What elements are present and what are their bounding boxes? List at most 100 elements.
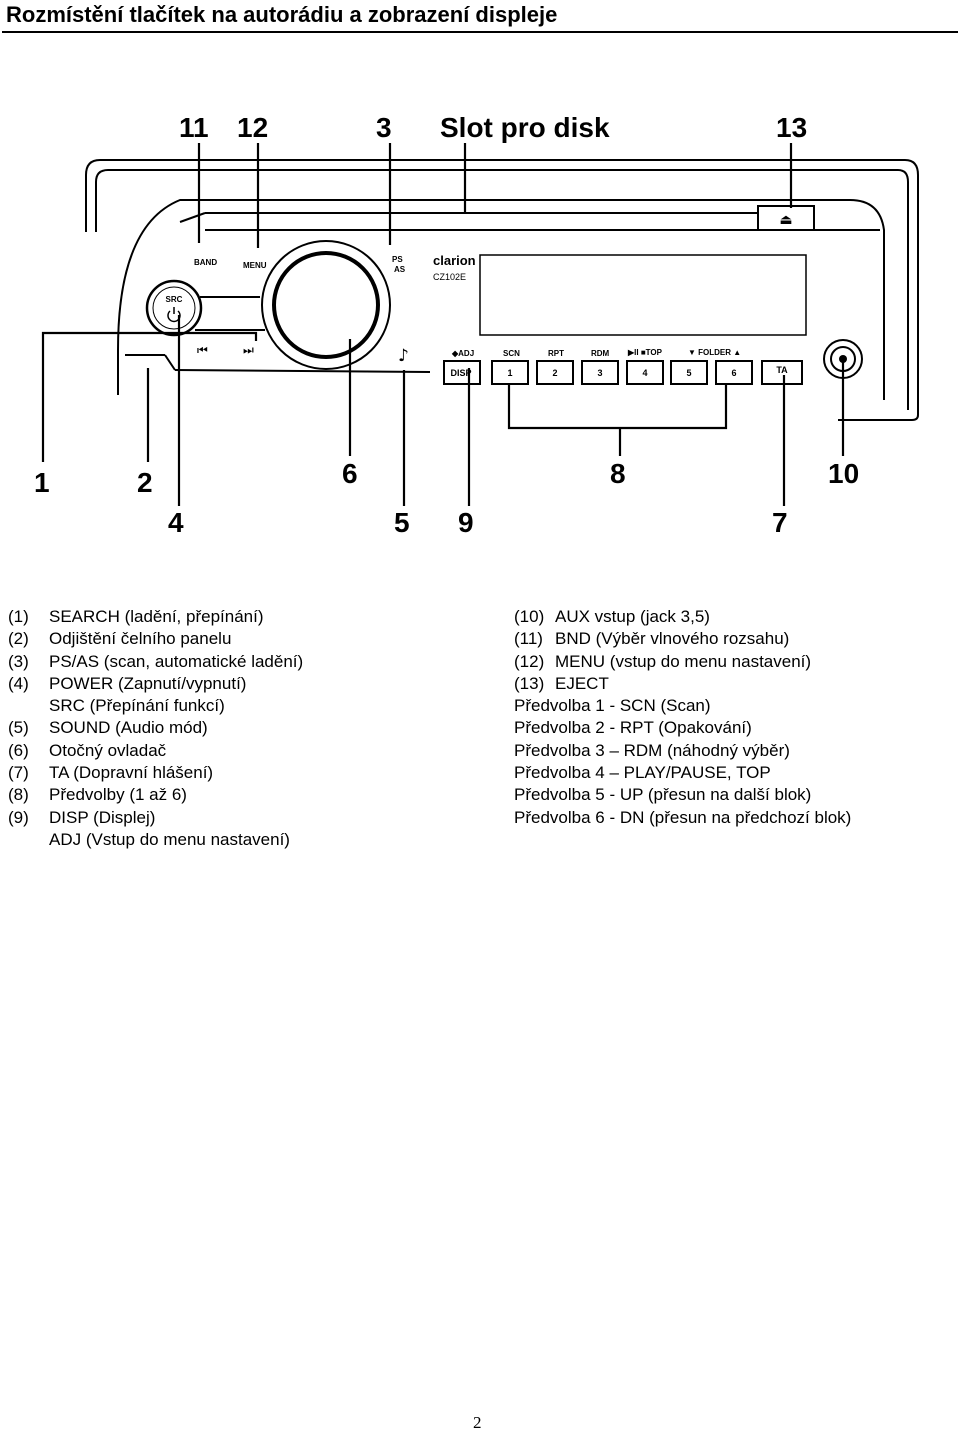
- legend-item: (2) Odjištění čelního panelu: [8, 628, 303, 650]
- callout-7: 7: [772, 507, 788, 538]
- legend-number: (1): [8, 607, 29, 626]
- callout-9: 9: [458, 507, 474, 538]
- disp-button-label: DISP: [450, 368, 471, 378]
- legend-text: EJECT: [555, 673, 609, 693]
- preset-3-label: 3: [597, 368, 602, 378]
- legend-item: (7)TA (Dopravní hlášení): [8, 762, 303, 784]
- legend-text: POWER (Zapnutí/vypnutí): [49, 673, 247, 693]
- menu-label: MENU: [243, 261, 267, 270]
- next-track-icon: ⏭: [243, 343, 254, 357]
- legend-item: (4) POWER (Zapnutí/vypnutí): [8, 673, 303, 695]
- legend-text: SEARCH (ladění, přepínání): [49, 607, 264, 626]
- legend-item: (6) Otočný ovladač: [8, 740, 303, 762]
- legend-item: (1) SEARCH (ladění, přepínání): [8, 606, 303, 628]
- legend-item: SRC (Přepínání funkcí): [8, 695, 303, 717]
- display-window: [479, 254, 807, 336]
- callout-5: 5: [394, 507, 410, 538]
- preset-6-label: 6: [731, 368, 736, 378]
- legend-text: Odjištění čelního panelu: [49, 629, 232, 649]
- legend-text: Předvolba 4 – PLAY/PAUSE, TOP: [514, 763, 771, 783]
- page-number: 2: [473, 1413, 482, 1432]
- legend-text: DISP (Displej): [49, 807, 156, 827]
- legend-text: Předvolba 5 - UP (přesun na další blok): [514, 785, 812, 805]
- eject-button[interactable]: [757, 205, 815, 231]
- legend-text: MENU (vstup do menu nastavení): [555, 651, 812, 671]
- band-label: BAND: [194, 258, 217, 267]
- legend-number: (2): [8, 629, 29, 649]
- preset-2-label: 2: [552, 368, 557, 378]
- legend-item: (8) Předvolby (1 až 6): [8, 784, 303, 806]
- brand-logo: clarion: [433, 253, 476, 268]
- legend-text: Předvolby (1 až 6): [49, 785, 187, 805]
- legend-item: Předvolba 1 - SCN (Scan): [514, 695, 851, 717]
- legend-number: (8): [8, 785, 29, 805]
- legend-text: Předvolba 1 - SCN (Scan): [514, 696, 711, 716]
- legend-text: ADJ (Vstup do menu nastavení): [49, 829, 290, 849]
- preset-button-3[interactable]: [581, 360, 619, 385]
- callout-6: 6: [342, 458, 358, 489]
- callout-2: 2: [137, 467, 153, 498]
- callout-4: 4: [168, 507, 184, 538]
- playpause-label: ▶II ■TOP: [627, 348, 663, 357]
- legend-item: Předvolba 3 – RDM (náhodný výběr): [514, 740, 851, 762]
- preset-button-5[interactable]: [670, 360, 708, 385]
- legend-item: Předvolba 6 - DN (přesun na předchozí bl…: [514, 807, 851, 829]
- legend-number: (10): [514, 607, 545, 626]
- legend-item: (10) AUX vstup (jack 3,5): [514, 606, 851, 628]
- legend-item: (9) DISP (Displej): [8, 807, 303, 829]
- legend-text: AUX vstup (jack 3,5): [555, 607, 710, 626]
- preset-5-label: 5: [686, 368, 691, 378]
- as-label: AS: [394, 265, 406, 274]
- legend-number: (4): [8, 673, 29, 693]
- eject-icon: ⏏: [779, 212, 792, 228]
- rpt-label: RPT: [548, 349, 564, 358]
- callout-3: 3: [376, 112, 392, 143]
- legend-text: Předvolba 3 – RDM (náhodný výběr): [514, 740, 790, 760]
- legend-text: SOUND (Audio mód): [49, 718, 208, 738]
- legend-right-column: (10) AUX vstup (jack 3,5) (11)BND (Výběr …: [514, 606, 851, 829]
- rotary-knob[interactable]: [272, 251, 380, 359]
- legend-text: PS/AS (scan, automatické ladění): [49, 651, 304, 671]
- legend-number: (5): [8, 718, 29, 738]
- legend-item: (11)BND (Výběr vlnového rozsahu): [514, 628, 851, 650]
- legend-item: (5) SOUND (Audio mód): [8, 717, 303, 739]
- preset-button-2[interactable]: [536, 360, 574, 385]
- legend-item: (3) PS/AS (scan, automatické ladění): [8, 651, 303, 673]
- legend-number: (3): [8, 651, 29, 671]
- page-title: Rozmístění tlačítek na autorádiu a zobra…: [6, 2, 558, 27]
- ta-button[interactable]: [761, 360, 803, 385]
- callout-12: 12: [237, 112, 268, 143]
- leader-1: [41, 331, 258, 462]
- legend-item: (13) EJECT: [514, 673, 851, 695]
- adj-label: ◆ADJ: [451, 349, 474, 358]
- legend-text: SRC (Přepínání funkcí): [49, 696, 225, 716]
- disp-button[interactable]: [443, 360, 481, 385]
- callout-1: 1: [34, 467, 50, 498]
- preset-button-4[interactable]: [626, 360, 664, 385]
- previous-track-icon: ⏮: [197, 343, 208, 357]
- legend-item: (12) MENU (vstup do menu nastavení): [514, 651, 851, 673]
- title-divider: [2, 31, 958, 33]
- sound-note-icon: ♪: [398, 346, 409, 366]
- legend-item: Předvolba 5 - UP (přesun na další blok): [514, 784, 851, 806]
- scn-label: SCN: [503, 349, 520, 358]
- rdm-label: RDM: [591, 349, 610, 358]
- model-name: CZ102E: [433, 272, 466, 282]
- folder-label: ▼ FOLDER ▲: [688, 348, 741, 357]
- housing-outline: [85, 159, 919, 421]
- legend-item: Předvolba 2 - RPT (Opakování): [514, 717, 851, 739]
- legend-number: (6): [8, 740, 29, 760]
- legend-text: Otočný ovladač: [49, 740, 167, 760]
- ps-label: PS: [392, 255, 403, 264]
- legend-number: (12): [514, 651, 545, 671]
- callout-10: 10: [828, 458, 859, 489]
- legend-left-column: (1) SEARCH (ladění, přepínání) (2) Odjiště…: [8, 606, 303, 851]
- preset-button-6[interactable]: [715, 360, 753, 385]
- legend-number: [8, 695, 49, 717]
- housing-inner: [95, 169, 909, 410]
- legend-number: (13): [514, 673, 545, 693]
- legend-number: (9): [8, 807, 29, 827]
- callout-8: 8: [610, 458, 626, 489]
- legend-text: Předvolba 6 - DN (přesun na předchozí bl…: [514, 807, 852, 827]
- callout-13: 13: [776, 112, 807, 143]
